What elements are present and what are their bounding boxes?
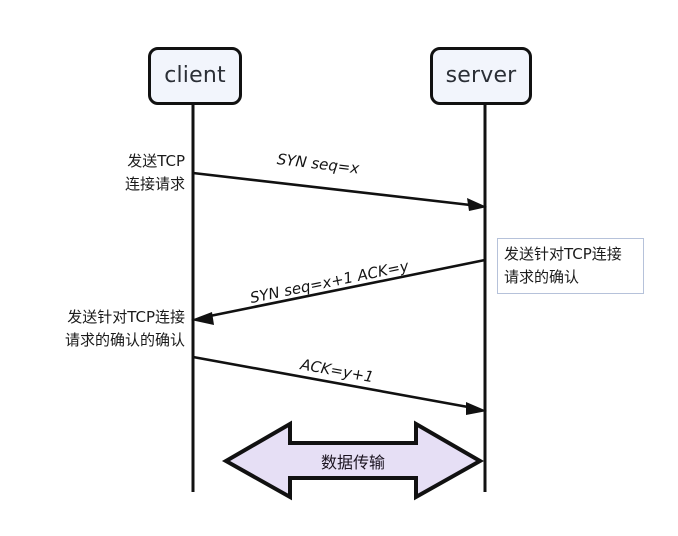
data-transfer-label: 数据传输	[320, 453, 385, 472]
note-acknowledgement-of-acknowledgement-line2: 请求的确认的确认	[64, 331, 185, 350]
participant-server[interactable]: server	[430, 47, 532, 105]
note-send-connection-request-line2: 连接请求	[124, 175, 185, 194]
note-acknowledgement-of-acknowledgement-line1: 发送针对TCP连接	[67, 308, 185, 326]
note-server-acknowledgement-line1: 发送针对TCP连接	[504, 245, 622, 263]
note-send-connection-request-line1: 发送TCP	[127, 152, 185, 170]
participant-client-label: client	[164, 63, 226, 88]
participant-server-label: server	[445, 63, 517, 88]
note-server-acknowledgement-line2: 请求的确认	[504, 267, 580, 286]
note-acknowledgement-of-acknowledgement: 发送针对TCP连接 请求的确认的确认	[20, 306, 185, 353]
data-transfer-arrow-shape	[221, 420, 485, 501]
message-arrow-syn	[192, 171, 487, 211]
note-send-connection-request: 发送TCP 连接请求	[45, 150, 185, 197]
message-arrow-ack	[192, 355, 487, 415]
note-server-acknowledgement: 发送针对TCP连接 请求的确认	[497, 238, 644, 294]
message-arrow-syn-ack	[191, 258, 486, 325]
participant-client[interactable]: client	[148, 47, 242, 105]
